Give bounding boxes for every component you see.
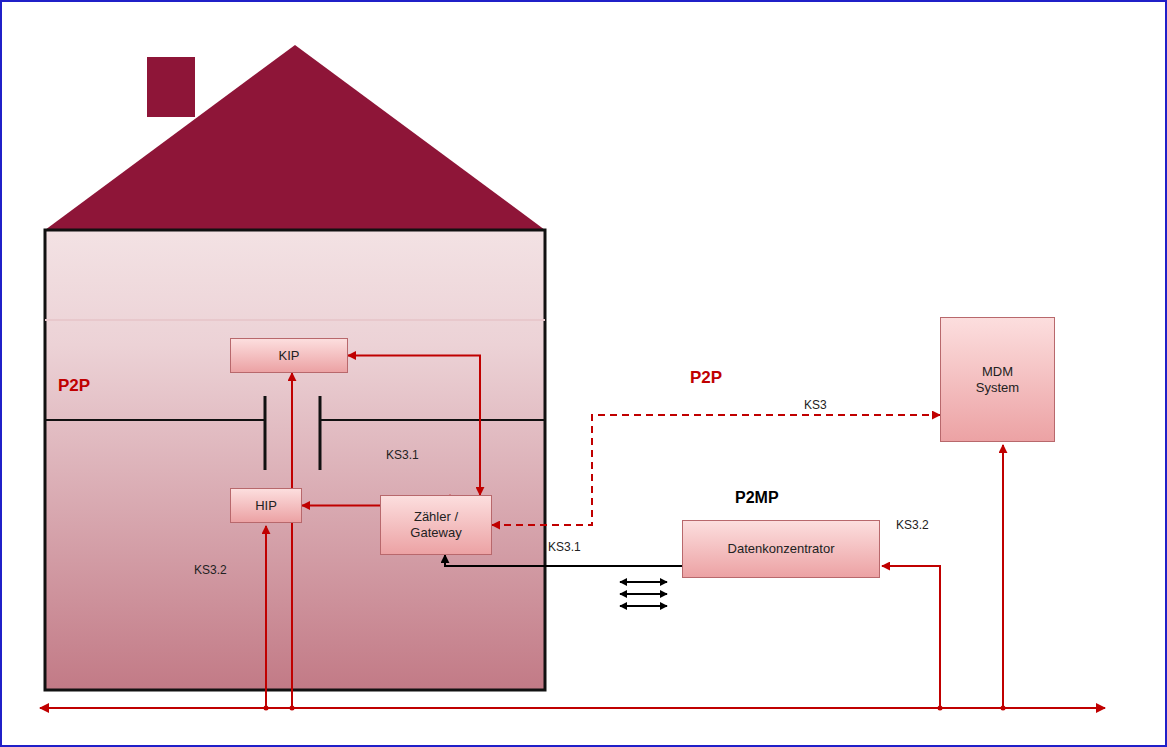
power-bus xyxy=(40,707,1105,709)
bus-riser xyxy=(291,523,293,708)
junction-dot xyxy=(938,706,943,711)
interface-label: KS3.2 xyxy=(194,563,227,577)
chimney xyxy=(147,57,195,117)
separation-plate xyxy=(264,396,267,470)
separation-line xyxy=(46,419,265,421)
roof xyxy=(45,45,545,230)
process-box: Datenkonzentrator xyxy=(682,520,880,578)
box-label: Zähler / Gateway xyxy=(401,509,471,540)
box-label: Datenkonzentrator xyxy=(728,541,835,557)
junction-dot xyxy=(264,706,269,711)
house-wall xyxy=(45,230,545,690)
connector xyxy=(492,415,940,525)
connector xyxy=(445,555,682,566)
process-box: HIP xyxy=(230,488,302,523)
process-box: Zähler / Gateway xyxy=(380,495,492,555)
bus-riser xyxy=(882,566,940,708)
connector xyxy=(348,356,480,496)
junction-dot xyxy=(290,706,295,711)
protocol-label: P2P xyxy=(58,376,90,396)
protocol-label: P2P xyxy=(690,368,722,388)
interface-label: KS3.1 xyxy=(548,540,581,554)
protocol-label: P2MP xyxy=(735,489,779,507)
box-label: MDM System xyxy=(968,364,1028,395)
bus-riser xyxy=(265,526,267,708)
multipoint-arrow xyxy=(620,605,667,607)
box-label: HIP xyxy=(255,498,277,514)
process-box: MDM System xyxy=(940,317,1055,442)
box-label: KIP xyxy=(279,348,300,364)
interface-label: KS3.1 xyxy=(386,448,419,462)
bus-riser xyxy=(1002,445,1004,708)
interface-label: KS3.2 xyxy=(896,518,929,532)
connector xyxy=(291,373,293,488)
multipoint-arrow xyxy=(620,593,667,595)
interface-label: KS3 xyxy=(804,398,827,412)
process-box: KIP xyxy=(230,338,348,373)
junction-dot xyxy=(1001,706,1006,711)
separation-line xyxy=(320,419,544,421)
multipoint-arrow xyxy=(620,581,667,583)
floor-shade xyxy=(45,319,545,321)
separation-plate xyxy=(319,396,322,470)
